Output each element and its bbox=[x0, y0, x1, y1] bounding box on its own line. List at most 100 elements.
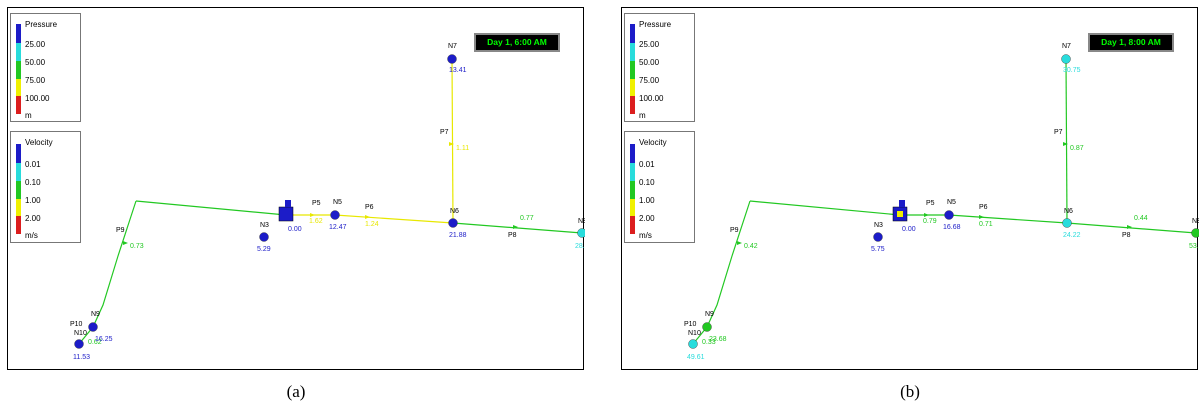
node-pressure-value: 23.68 bbox=[709, 336, 727, 343]
junction-node-n7 bbox=[447, 54, 457, 64]
node-label: N5 bbox=[333, 199, 342, 206]
velocity-legend-swatch-1 bbox=[16, 144, 21, 163]
junction-node-n10 bbox=[74, 339, 84, 349]
velocity-legend-label: 2.00 bbox=[639, 214, 655, 223]
flow-arrow-icon bbox=[737, 241, 742, 245]
junction-node-n5 bbox=[944, 210, 954, 220]
pipe-label: P10 bbox=[70, 321, 83, 328]
pressure-legend-label: 25.00 bbox=[639, 40, 660, 49]
node-pressure-value: 11.53 bbox=[73, 354, 90, 361]
node-label: N5 bbox=[947, 199, 956, 206]
velocity-legend-swatch-2 bbox=[630, 163, 635, 181]
caption-b: (b) bbox=[900, 382, 920, 401]
node-pressure-value: 16.25 bbox=[95, 336, 113, 343]
flow-arrow-icon bbox=[1063, 142, 1068, 146]
pressure-legend-label: 25.00 bbox=[25, 40, 46, 49]
pipe-velocity-value: 0.62 bbox=[88, 339, 102, 346]
pipe-label: P10 bbox=[684, 321, 697, 328]
pipe-p9 bbox=[92, 200, 137, 328]
pressure-legend-swatch-1 bbox=[16, 24, 21, 43]
flow-arrow-icon bbox=[365, 215, 370, 219]
velocity-legend-swatch-5 bbox=[630, 216, 635, 234]
flow-arrow-icon bbox=[1127, 225, 1132, 229]
pressure-legend-label: 50.00 bbox=[639, 58, 660, 67]
pipe-velocity-value: 1.24 bbox=[365, 221, 379, 228]
velocity-legend-swatch-3 bbox=[16, 181, 21, 199]
pipe-velocity-value: 0.44 bbox=[1134, 215, 1148, 222]
velocity-legend-swatch-5 bbox=[16, 216, 21, 234]
pipe-velocity-value: 0.77 bbox=[520, 215, 534, 222]
pressure-legend-unit: m bbox=[25, 111, 32, 120]
pressure-legend-label: 75.00 bbox=[639, 76, 660, 85]
pipe-label: P5 bbox=[926, 200, 935, 207]
pipe-p9 bbox=[706, 200, 751, 328]
pipe-velocity-value: 0.87 bbox=[1070, 145, 1084, 152]
network-map: P50.79P60.71P70.87P80.44P90.42P100.330.0… bbox=[684, 43, 1199, 361]
pressure-legend-label: 75.00 bbox=[25, 76, 46, 85]
velocity-legend: Velocity 0.01 0.10 1.00 2.00 m/s bbox=[10, 131, 81, 243]
junction-node-n7 bbox=[1061, 54, 1071, 64]
pressure-legend-label: 100.00 bbox=[25, 94, 50, 103]
velocity-legend-unit: m/s bbox=[25, 231, 38, 240]
tank-level-icon bbox=[897, 211, 903, 217]
pipe-velocity-value: 0.33 bbox=[702, 339, 716, 346]
pressure-legend-swatch-3 bbox=[630, 61, 635, 79]
tank-level-icon bbox=[283, 211, 289, 217]
node-pressure-value: 13.41 bbox=[449, 67, 467, 74]
flow-arrow-icon bbox=[310, 213, 315, 217]
pressure-legend-swatch-5 bbox=[630, 96, 635, 114]
node-label: N8 bbox=[1192, 218, 1199, 225]
node-pressure-value: 16.68 bbox=[943, 224, 961, 231]
pressure-legend-swatch-5 bbox=[16, 96, 21, 114]
flow-arrow-icon bbox=[123, 241, 128, 245]
node-label: N3 bbox=[874, 222, 883, 229]
junction-node-n8 bbox=[1191, 228, 1199, 238]
pipe-label: P6 bbox=[979, 204, 988, 211]
flow-arrow-icon bbox=[924, 213, 929, 217]
flow-arrow-icon bbox=[979, 215, 984, 219]
simulation-time-display: Day 1, 6:00 AM bbox=[474, 33, 560, 52]
pipe-p7 bbox=[1065, 58, 1068, 224]
pipe-label: P8 bbox=[1122, 232, 1131, 239]
caption-a: (a) bbox=[286, 382, 306, 401]
pressure-legend-title: Pressure bbox=[639, 20, 672, 29]
junction-node-n6 bbox=[448, 218, 458, 228]
junction-node-n9 bbox=[88, 322, 98, 332]
node-label: N6 bbox=[1064, 208, 1073, 215]
velocity-legend-label: 0.10 bbox=[25, 178, 41, 187]
pipe-p8 bbox=[1066, 222, 1197, 234]
junction-node-n10 bbox=[688, 339, 698, 349]
simulation-time-display: Day 1, 8:00 AM bbox=[1088, 33, 1174, 52]
velocity-legend-swatch-2 bbox=[16, 163, 21, 181]
pipe-p6 bbox=[334, 214, 454, 224]
node-pressure-value: 28.92 bbox=[575, 243, 585, 250]
pipe-label: P7 bbox=[440, 129, 449, 136]
node-label: N9 bbox=[91, 311, 100, 318]
velocity-legend-label: 0.01 bbox=[639, 160, 655, 169]
pipe-label: P8 bbox=[508, 232, 517, 239]
pipe-velocity-value: 0.71 bbox=[979, 221, 993, 228]
pressure-legend-unit: m bbox=[639, 111, 646, 120]
pressure-legend-swatch-3 bbox=[16, 61, 21, 79]
junction-node-n6 bbox=[1062, 218, 1072, 228]
velocity-legend-title: Velocity bbox=[25, 138, 53, 147]
pipe-velocity-value: 1.11 bbox=[456, 145, 469, 152]
pipe-label: P7 bbox=[1054, 129, 1063, 136]
velocity-legend-label: 0.10 bbox=[639, 178, 655, 187]
network-panel-b: Pressure 25.00 50.00 75.00 100.00 m Velo… bbox=[621, 7, 1199, 370]
node-pressure-value: 49.61 bbox=[687, 354, 705, 361]
junction-node-n8 bbox=[577, 228, 585, 238]
pump-icon bbox=[285, 200, 291, 207]
pipe-velocity-value: 0.73 bbox=[130, 243, 144, 250]
node-label: N10 bbox=[74, 330, 87, 337]
pipe-label: P9 bbox=[116, 227, 125, 234]
pressure-legend-label: 50.00 bbox=[25, 58, 46, 67]
node-label: N10 bbox=[688, 330, 701, 337]
node-label: N6 bbox=[450, 208, 459, 215]
pipe-p7 bbox=[451, 58, 454, 224]
pump-icon bbox=[899, 200, 905, 207]
pipe-label: P9 bbox=[730, 227, 739, 234]
velocity-legend-swatch-4 bbox=[16, 199, 21, 216]
junction-node-n3 bbox=[873, 232, 883, 242]
pipe-p8 bbox=[452, 222, 583, 234]
